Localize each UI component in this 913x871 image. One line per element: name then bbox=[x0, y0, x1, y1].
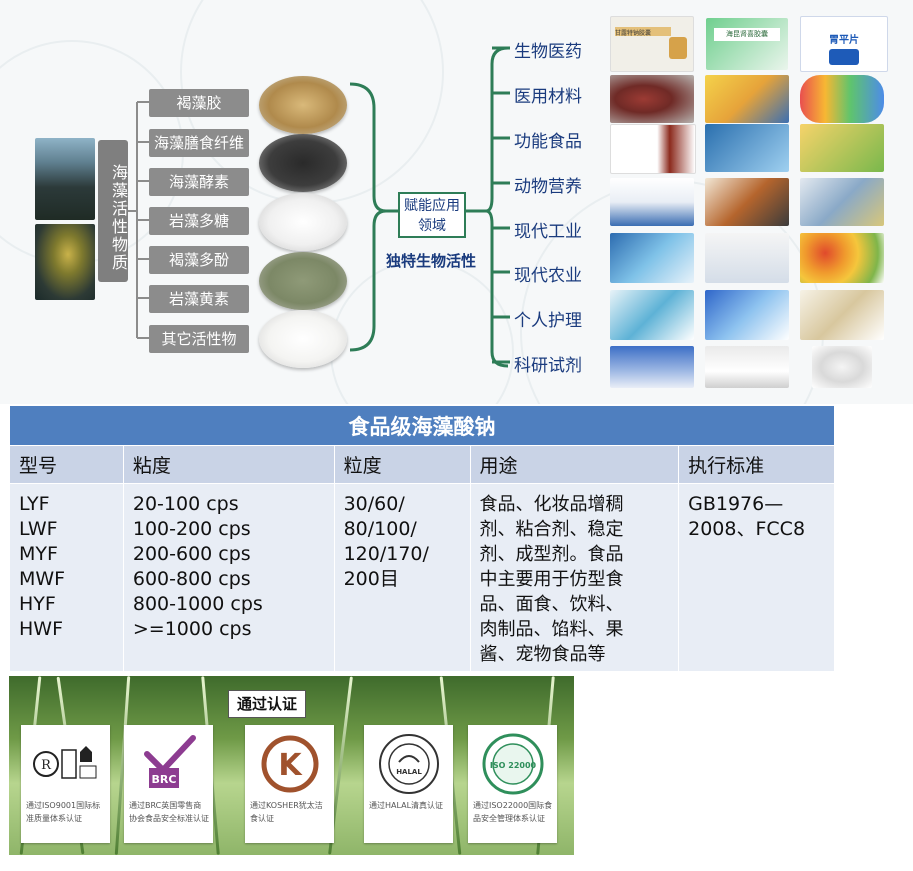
header-granularity: 粒度 bbox=[333, 445, 471, 484]
thumb-feed-bucket bbox=[610, 178, 694, 226]
material-alginate: 褐藻胶 bbox=[149, 89, 249, 117]
svg-text:HALAL: HALAL bbox=[396, 768, 422, 776]
material-fucoxanthin: 岩藻黄素 bbox=[149, 285, 249, 313]
kelp-photo bbox=[35, 224, 95, 300]
header-standard: 执行标准 bbox=[678, 445, 835, 484]
cert-card-iso22000: ISO 22000 通过ISO22000国际食品安全管理体系认证 bbox=[468, 725, 557, 843]
material-phlorotannin: 褐藻多酚 bbox=[149, 246, 249, 274]
cert-caption-iso22000: 通过ISO22000国际食品安全管理体系认证 bbox=[473, 801, 553, 823]
thumb-health-drink bbox=[610, 124, 696, 174]
app-medical-materials: 医用材料 bbox=[514, 87, 582, 107]
header-usage: 用途 bbox=[469, 445, 680, 484]
thumb-reagent-kit bbox=[610, 346, 694, 388]
center-label: 赋能应用领域 bbox=[398, 192, 466, 238]
thumb-medical-boxes bbox=[705, 75, 789, 123]
coast-photo bbox=[35, 138, 95, 220]
cell-viscosity: 20-100 cps 100-200 cps 200-600 cps 600-8… bbox=[122, 483, 335, 672]
product-spec-table: 食品级海藻酸钠 型号 粘度 粒度 用途 执行标准 LYF LWF MYF MWF… bbox=[9, 405, 835, 672]
connector-lines bbox=[128, 46, 510, 368]
cell-model: LYF LWF MYF MWF HYF HWF bbox=[9, 483, 124, 672]
thumb-cosmetics bbox=[610, 290, 694, 340]
header-model: 型号 bbox=[9, 445, 124, 484]
source-label: 海藻活性物质 bbox=[98, 140, 128, 282]
thumb-fruits bbox=[800, 233, 884, 283]
app-animal-nutrition: 动物营养 bbox=[514, 177, 582, 197]
dish-fucoidan-image bbox=[259, 193, 347, 251]
material-fucoidan: 岩藻多糖 bbox=[149, 207, 249, 235]
unique-activity-label: 独特生物活性 bbox=[386, 252, 477, 270]
thumb-alginate-bottle bbox=[812, 346, 872, 388]
header-viscosity: 粘度 bbox=[122, 445, 335, 484]
app-personal-care: 个人护理 bbox=[514, 311, 582, 331]
thumb-health-drink-2 bbox=[705, 124, 789, 172]
thumb-heart-model bbox=[610, 75, 694, 123]
thumb-capsules bbox=[800, 75, 884, 123]
table-title: 食品级海藻酸钠 bbox=[9, 405, 835, 446]
thumb-pet-food bbox=[705, 178, 789, 226]
certifications-title: 通过认证 bbox=[228, 690, 306, 718]
cell-granularity: 30/60/ 80/100/ 120/170/ 200目 bbox=[333, 483, 471, 672]
thumb-sanitary-pads bbox=[705, 290, 789, 340]
material-other: 其它活性物 bbox=[149, 325, 249, 353]
cell-standard: GB1976— 2008、FCC8 bbox=[678, 483, 835, 672]
cell-usage: 食品、化妆品增稠 剂、粘合剂、稳定 剂、成型剂。食品 中主要用于仿型食 品、面食… bbox=[469, 483, 680, 672]
thumb-industrial-products-2 bbox=[705, 233, 789, 283]
app-functional-food: 功能食品 bbox=[514, 132, 582, 152]
certifications-panel: 通过认证 R 通过ISO9001国际标准质量体系认证 BRC 通过BRC英国零售… bbox=[9, 676, 574, 855]
dish-alginate-image bbox=[259, 76, 347, 134]
thumb-reagent-bottles bbox=[705, 346, 789, 388]
app-modern-agriculture: 现代农业 bbox=[514, 266, 582, 286]
cert-card-iso9001: R 通过ISO9001国际标准质量体系认证 bbox=[21, 725, 110, 843]
thumb-mask-box bbox=[800, 290, 884, 340]
thumb-feed-cans bbox=[800, 178, 884, 226]
thumb-gift-boxes bbox=[800, 124, 884, 172]
svg-text:K: K bbox=[278, 748, 303, 783]
dish-fiber-image bbox=[259, 134, 347, 192]
iso9001-logo-icon: R bbox=[27, 730, 104, 798]
cert-card-brc: BRC 通过BRC英国零售商协会食品安全标准认证 bbox=[124, 725, 213, 843]
app-modern-industry: 现代工业 bbox=[514, 222, 582, 242]
svg-text:BRC: BRC bbox=[151, 773, 176, 786]
thumb-drug-box-1: 甘露特钠胶囊 bbox=[610, 16, 694, 72]
app-biomedicine: 生物医药 bbox=[514, 42, 582, 62]
thumb-industrial-products bbox=[610, 233, 694, 283]
app-research-reagents: 科研试剂 bbox=[514, 356, 582, 376]
cert-caption-halal: 通过HALAL清真认证 bbox=[369, 801, 444, 810]
cert-caption-brc: 通过BRC英国零售商协会食品安全标准认证 bbox=[129, 801, 209, 823]
svg-text:R: R bbox=[41, 758, 52, 773]
thumb-drug-box-2: 海昆肾喜胶囊 bbox=[706, 18, 788, 70]
cert-caption-iso9001: 通过ISO9001国际标准质量体系认证 bbox=[26, 801, 101, 823]
dish-phlorotannin-image bbox=[259, 252, 347, 310]
iso22000-logo-icon: ISO 22000 bbox=[474, 730, 551, 798]
material-dietary-fiber: 海藻膳食纤维 bbox=[149, 129, 249, 157]
material-enzyme: 海藻酵素 bbox=[149, 168, 249, 196]
cert-card-halal: HALAL 通过HALAL清真认证 bbox=[364, 725, 453, 843]
halal-logo-icon: HALAL bbox=[370, 730, 447, 798]
cert-caption-kosher: 通过KOSHER犹太洁食认证 bbox=[250, 801, 323, 823]
kosher-logo-icon: K bbox=[251, 730, 328, 798]
application-diagram: 海藻活性物质 褐藻胶 海 bbox=[0, 0, 913, 404]
svg-text:ISO 22000: ISO 22000 bbox=[489, 761, 536, 770]
brc-logo-icon: BRC bbox=[130, 730, 207, 798]
cert-card-kosher: K 通过KOSHER犹太洁食认证 bbox=[245, 725, 334, 843]
dish-other-image bbox=[259, 310, 347, 368]
thumb-drug-box-3: 胃平片 bbox=[800, 16, 888, 72]
